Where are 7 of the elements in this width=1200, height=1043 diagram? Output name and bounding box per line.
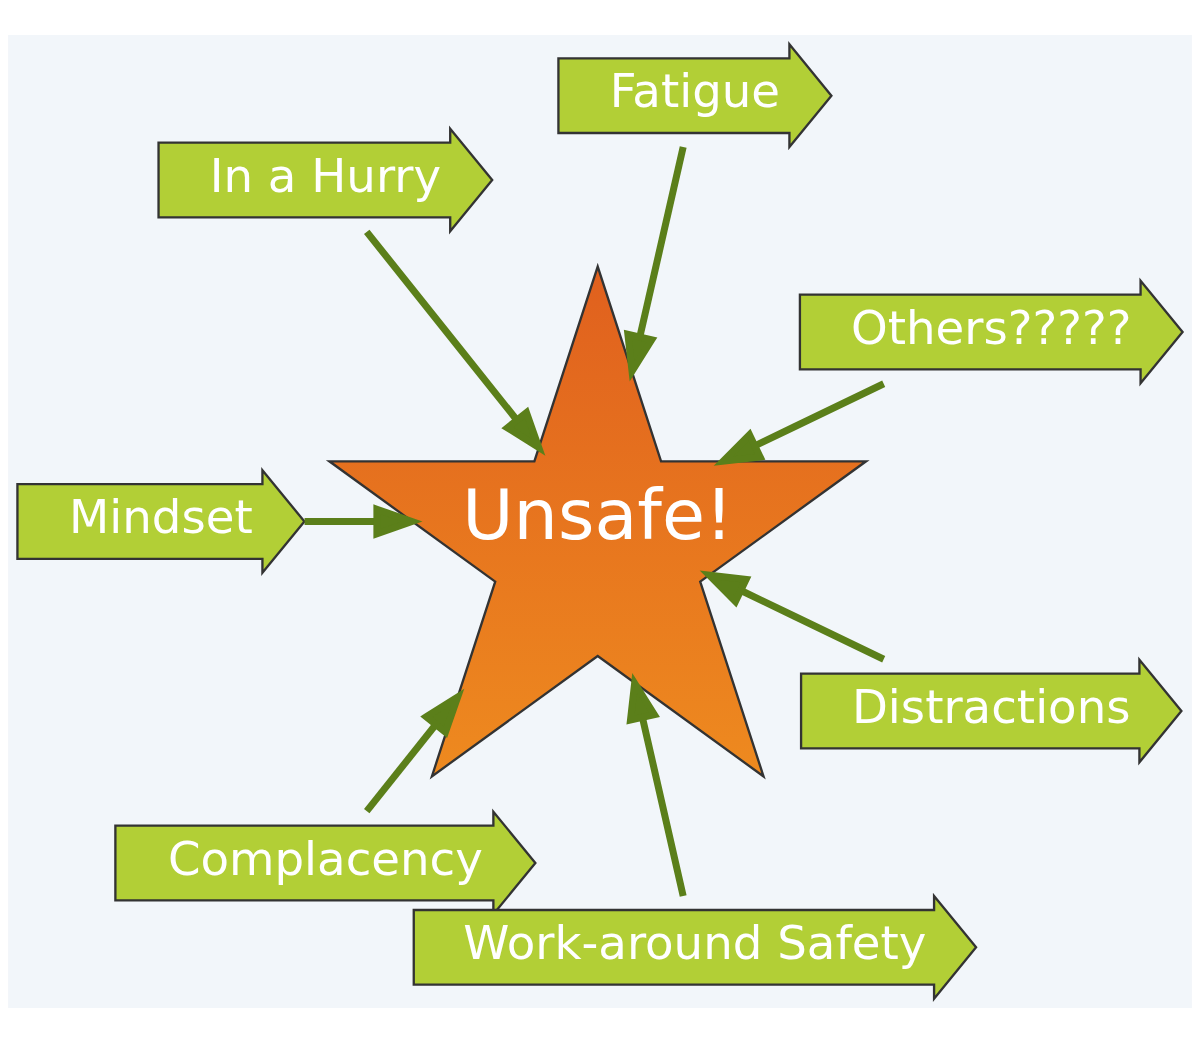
- arrow: [623, 146, 687, 382]
- arrow: [626, 672, 687, 897]
- arrow: [304, 504, 423, 539]
- arrow: [364, 229, 546, 456]
- arrow: [364, 688, 465, 814]
- arrow: [713, 380, 886, 466]
- arrow: [699, 570, 886, 663]
